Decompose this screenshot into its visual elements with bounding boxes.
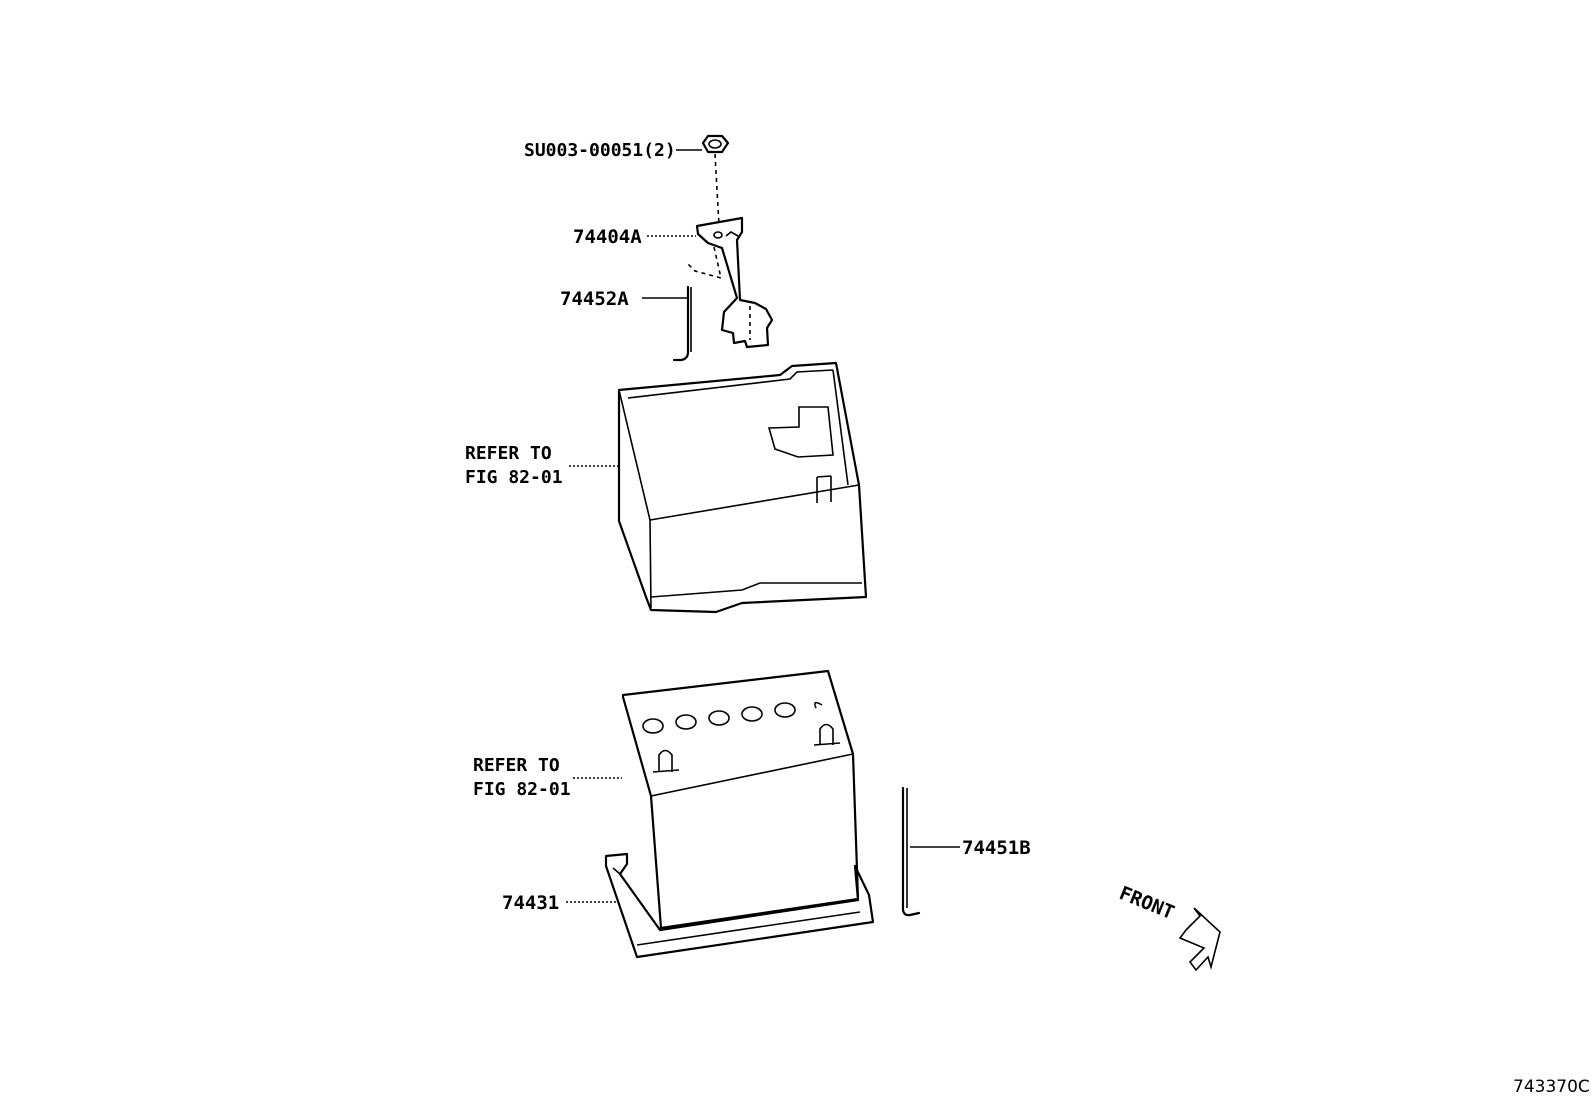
carrier-label: 74431 [502, 892, 559, 914]
rod-lower-part[interactable] [901, 786, 921, 917]
rod-upper-label: 74452A [560, 288, 629, 310]
clamp-part[interactable] [687, 216, 774, 349]
tray-ref-line1: REFER TO [465, 443, 552, 464]
figure-id: 743370C [1513, 1077, 1590, 1097]
battery-part[interactable] [621, 669, 860, 930]
front-arrow-icon [1178, 907, 1221, 972]
rod-upper-part[interactable] [672, 285, 692, 362]
nut-part[interactable] [701, 134, 730, 226]
front-indicator: FRONT [1116, 882, 1221, 972]
clamp-label: 74404A [573, 226, 642, 248]
nut-label: SU003-00051(2) [524, 140, 676, 161]
tray-part[interactable] [617, 361, 868, 614]
tray-ref-line2: FIG 82-01 [465, 467, 563, 488]
battery-ref-line1: REFER TO [473, 755, 560, 776]
battery-ref-line2: FIG 82-01 [473, 779, 571, 800]
front-label: FRONT [1116, 882, 1177, 924]
rod-lower-label: 74451B [962, 837, 1031, 859]
carrier-part[interactable] [604, 852, 875, 959]
